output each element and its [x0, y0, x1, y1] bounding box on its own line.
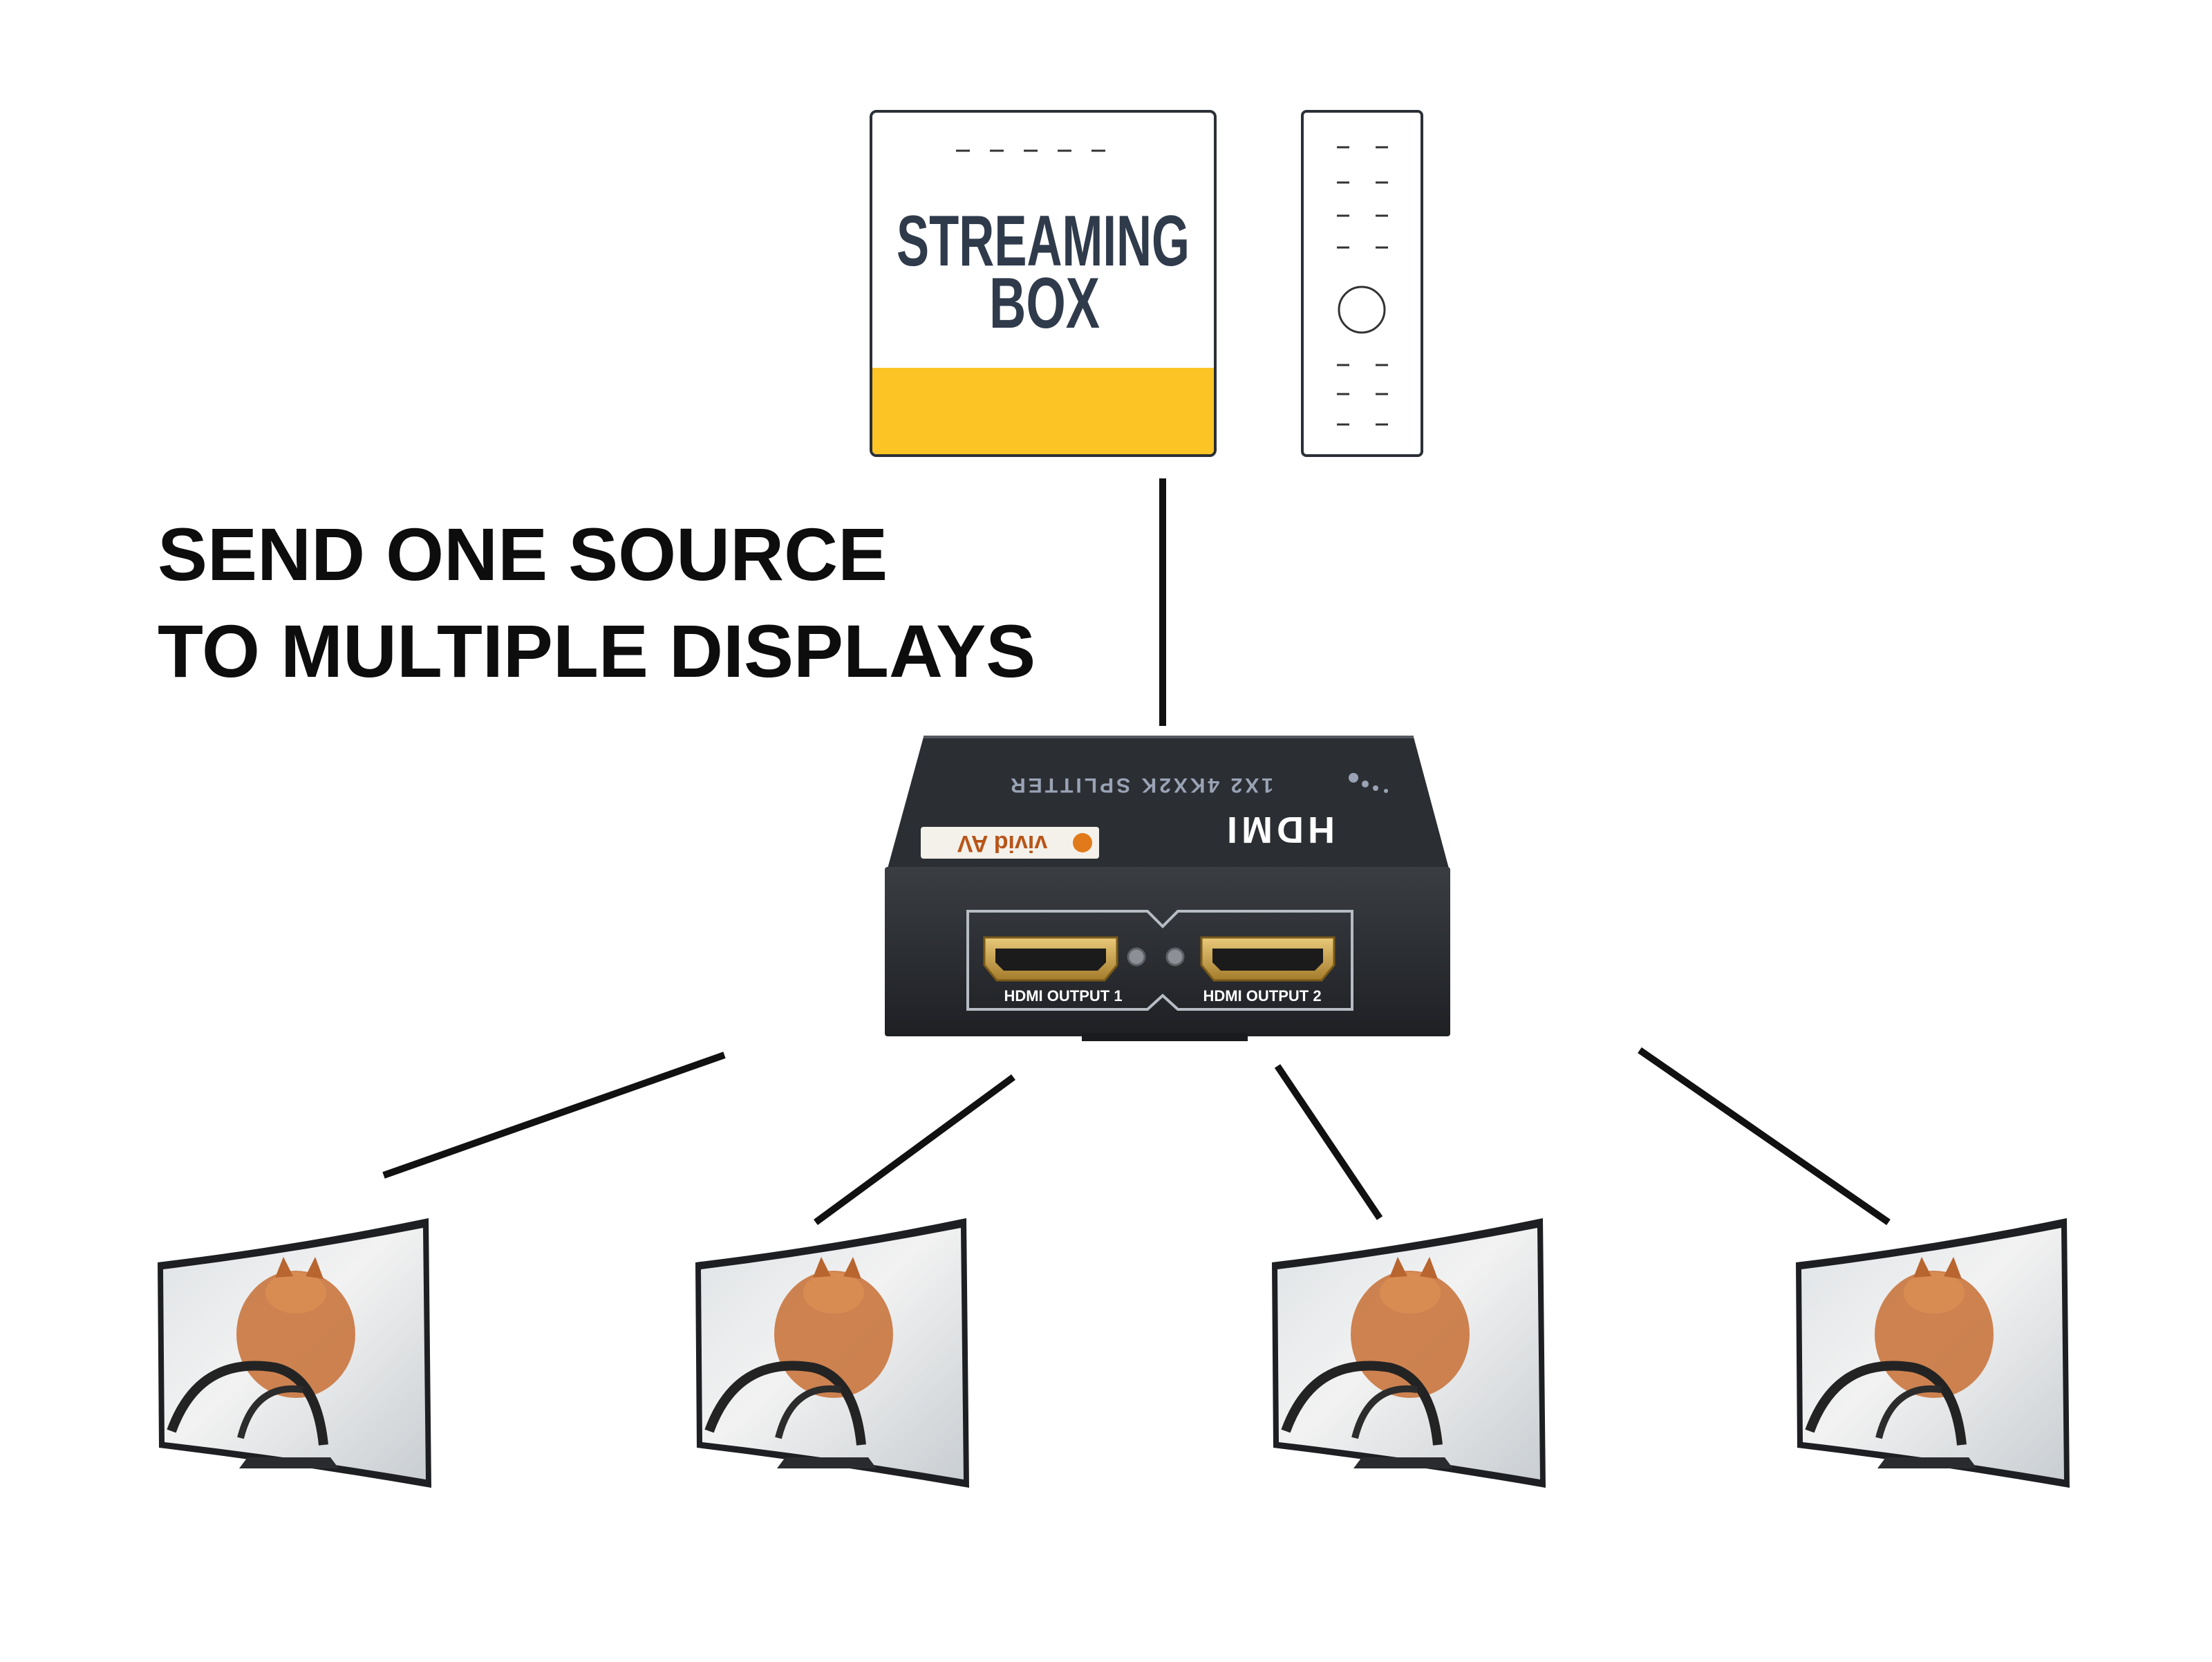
- vivid-av-logo-text: vivid AV: [957, 830, 1047, 857]
- streaming-box-label-line2: BOX: [989, 263, 1100, 344]
- remote-buttons: [1337, 146, 1388, 426]
- hdmi-splitter: 1X2 4KX2K SPLITTER HDMI vivid AV: [885, 736, 1450, 1041]
- remote-control: [1301, 110, 1423, 457]
- output-led-2: [1165, 947, 1185, 967]
- tv-stand: [777, 1457, 877, 1468]
- tv-image-cable: [1805, 1361, 1967, 1446]
- headline-line-1: SEND ONE SOURCE: [158, 512, 888, 596]
- splitter-brand: HDMI: [1223, 809, 1335, 850]
- displays-group: [158, 1218, 2070, 1488]
- tv-image-cable: [1281, 1361, 1443, 1446]
- connection-lines: [382, 478, 1891, 1226]
- headline: SEND ONE SOURCE TO MULTIPLE DISPLAYS: [158, 506, 1035, 700]
- port-label-2: HDMI OUTPUT 2: [1203, 987, 1321, 1005]
- port-label-1: HDMI OUTPUT 1: [1004, 987, 1122, 1005]
- splitter-to-display-2-line: [814, 1074, 1015, 1226]
- vivid-av-logo: vivid AV: [921, 827, 1099, 859]
- tv-display-4: [1796, 1218, 2070, 1488]
- tv-stand: [239, 1457, 339, 1468]
- streaming-box-label-line1: STREAMING: [897, 201, 1190, 281]
- remote-ok-button: [1338, 286, 1386, 334]
- hdmi-port-1: [983, 936, 1118, 982]
- streaming-box-accent-band: [872, 368, 1214, 454]
- tv-image-cable: [704, 1361, 866, 1446]
- tv-stand: [1353, 1457, 1453, 1468]
- splitter-to-display-1-line: [382, 1052, 726, 1179]
- output-led-1: [1127, 947, 1146, 967]
- splitter-led-dots: [1349, 773, 1388, 793]
- hdmi-port-2: [1200, 936, 1335, 982]
- tv-display-3: [1272, 1218, 1546, 1488]
- splitter-top-text: 1X2 4KX2K SPLITTER: [1008, 774, 1273, 796]
- streaming-box: STREAMING BOX: [870, 110, 1217, 457]
- splitter-port-frame: [966, 910, 1353, 1011]
- tv-display-1: [158, 1218, 431, 1488]
- splitter-to-display-3-line: [1274, 1064, 1383, 1220]
- tv-stand: [1877, 1457, 1977, 1468]
- tv-display-2: [695, 1218, 969, 1488]
- splitter-to-display-4-line: [1638, 1047, 1891, 1226]
- headline-line-2: TO MULTIPLE DISPLAYS: [158, 609, 1036, 693]
- tv-image-cable: [167, 1361, 328, 1446]
